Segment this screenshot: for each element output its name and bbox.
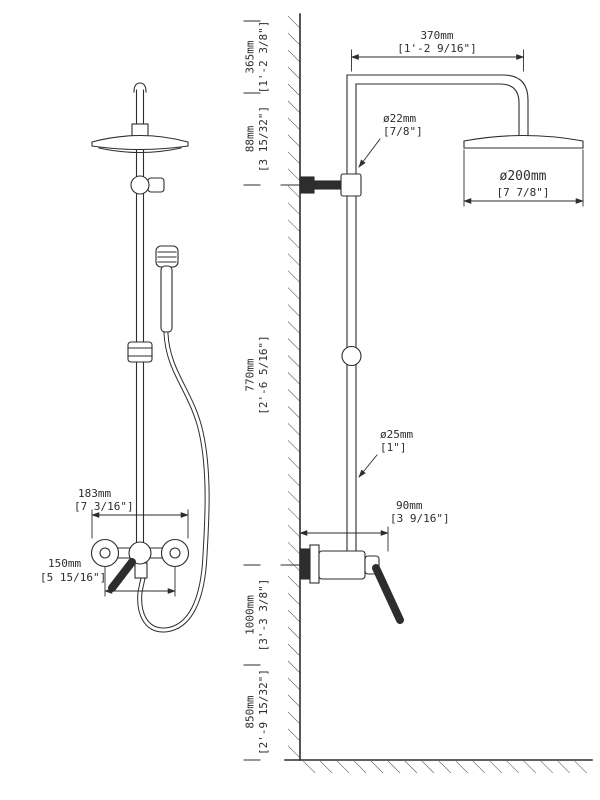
- dim-150-lines: [104, 566, 176, 597]
- dia-200-mm: ø200mm: [500, 169, 547, 184]
- dim-850-inch: [2'-9 15/32"]: [257, 669, 270, 755]
- dim-365-mm: 365mm: [244, 40, 257, 73]
- shower-head-side: [463, 134, 584, 149]
- dim-370-mm: 370mm: [420, 29, 453, 42]
- dim-88-mm: 88mm: [244, 125, 257, 152]
- side-view: [243, 13, 593, 773]
- pipe-connector: [341, 345, 362, 367]
- hand-shower-holder: [130, 175, 165, 195]
- wall-hatch: [288, 14, 300, 760]
- shower-arm-outer: [346, 74, 529, 138]
- dia-25-leader: [358, 454, 378, 478]
- dim-150-inch: [5 15/16"]: [40, 571, 106, 584]
- slider-clamp: [127, 341, 153, 363]
- dim-90-lines: [299, 526, 389, 552]
- dia-25-inch: [1"]: [380, 441, 407, 454]
- dim-370-inch: [1'-2 9/16"]: [397, 42, 476, 55]
- dia-25-mm: ø25mm: [380, 428, 413, 441]
- shower-hose: [137, 331, 210, 633]
- dim-1000-inch: [3'-3 3/8"]: [257, 579, 270, 652]
- mixer-handle-side: [372, 564, 404, 624]
- dim-88-inch: [3 15/32"]: [257, 106, 270, 172]
- shower-arm-inner: [355, 83, 520, 138]
- dim-365-inch: [1'-2 3/8"]: [257, 21, 270, 94]
- dim-chain-ticks: [243, 20, 261, 761]
- front-view: [90, 82, 210, 633]
- dim-850-mm: 850mm: [244, 695, 257, 728]
- dim-183-inch: [7 3/16"]: [74, 500, 134, 513]
- dim-90-mm: 90mm: [396, 499, 423, 512]
- dim-770-inch: [2'-6 5/16"]: [257, 335, 270, 414]
- dia-22-inch: [7/8"]: [383, 125, 423, 138]
- dim-90-inch: [3 9/16"]: [390, 512, 450, 525]
- labels: 183mm [7 3/16"] 150mm [5 15/16"] 370mm […: [40, 21, 549, 755]
- dim-200-lines: [463, 149, 584, 207]
- dia-22-leader: [358, 138, 381, 168]
- dim-770-mm: 770mm: [244, 358, 257, 391]
- hand-shower-front: [155, 245, 179, 333]
- drawing-lines: [90, 13, 593, 773]
- dim-1000-mm: 1000mm: [244, 595, 257, 635]
- wall-bracket: [280, 173, 362, 197]
- dim-183-lines: [91, 509, 189, 539]
- shower-head-front: [91, 123, 189, 154]
- floor-hatch: [300, 761, 588, 773]
- mixer-front: [90, 538, 190, 592]
- dia-200-inch: [7 7/8"]: [497, 186, 550, 199]
- dia-22-mm: ø22mm: [383, 112, 416, 125]
- dim-150-mm: 150mm: [48, 557, 81, 570]
- mixer-side: [280, 544, 404, 624]
- dim-183-mm: 183mm: [78, 487, 111, 500]
- mixer-handle-front: [108, 558, 136, 592]
- dim-370-lines: [350, 49, 525, 72]
- riser-pole-front: [133, 82, 147, 549]
- riser-pipe-side: [346, 74, 529, 552]
